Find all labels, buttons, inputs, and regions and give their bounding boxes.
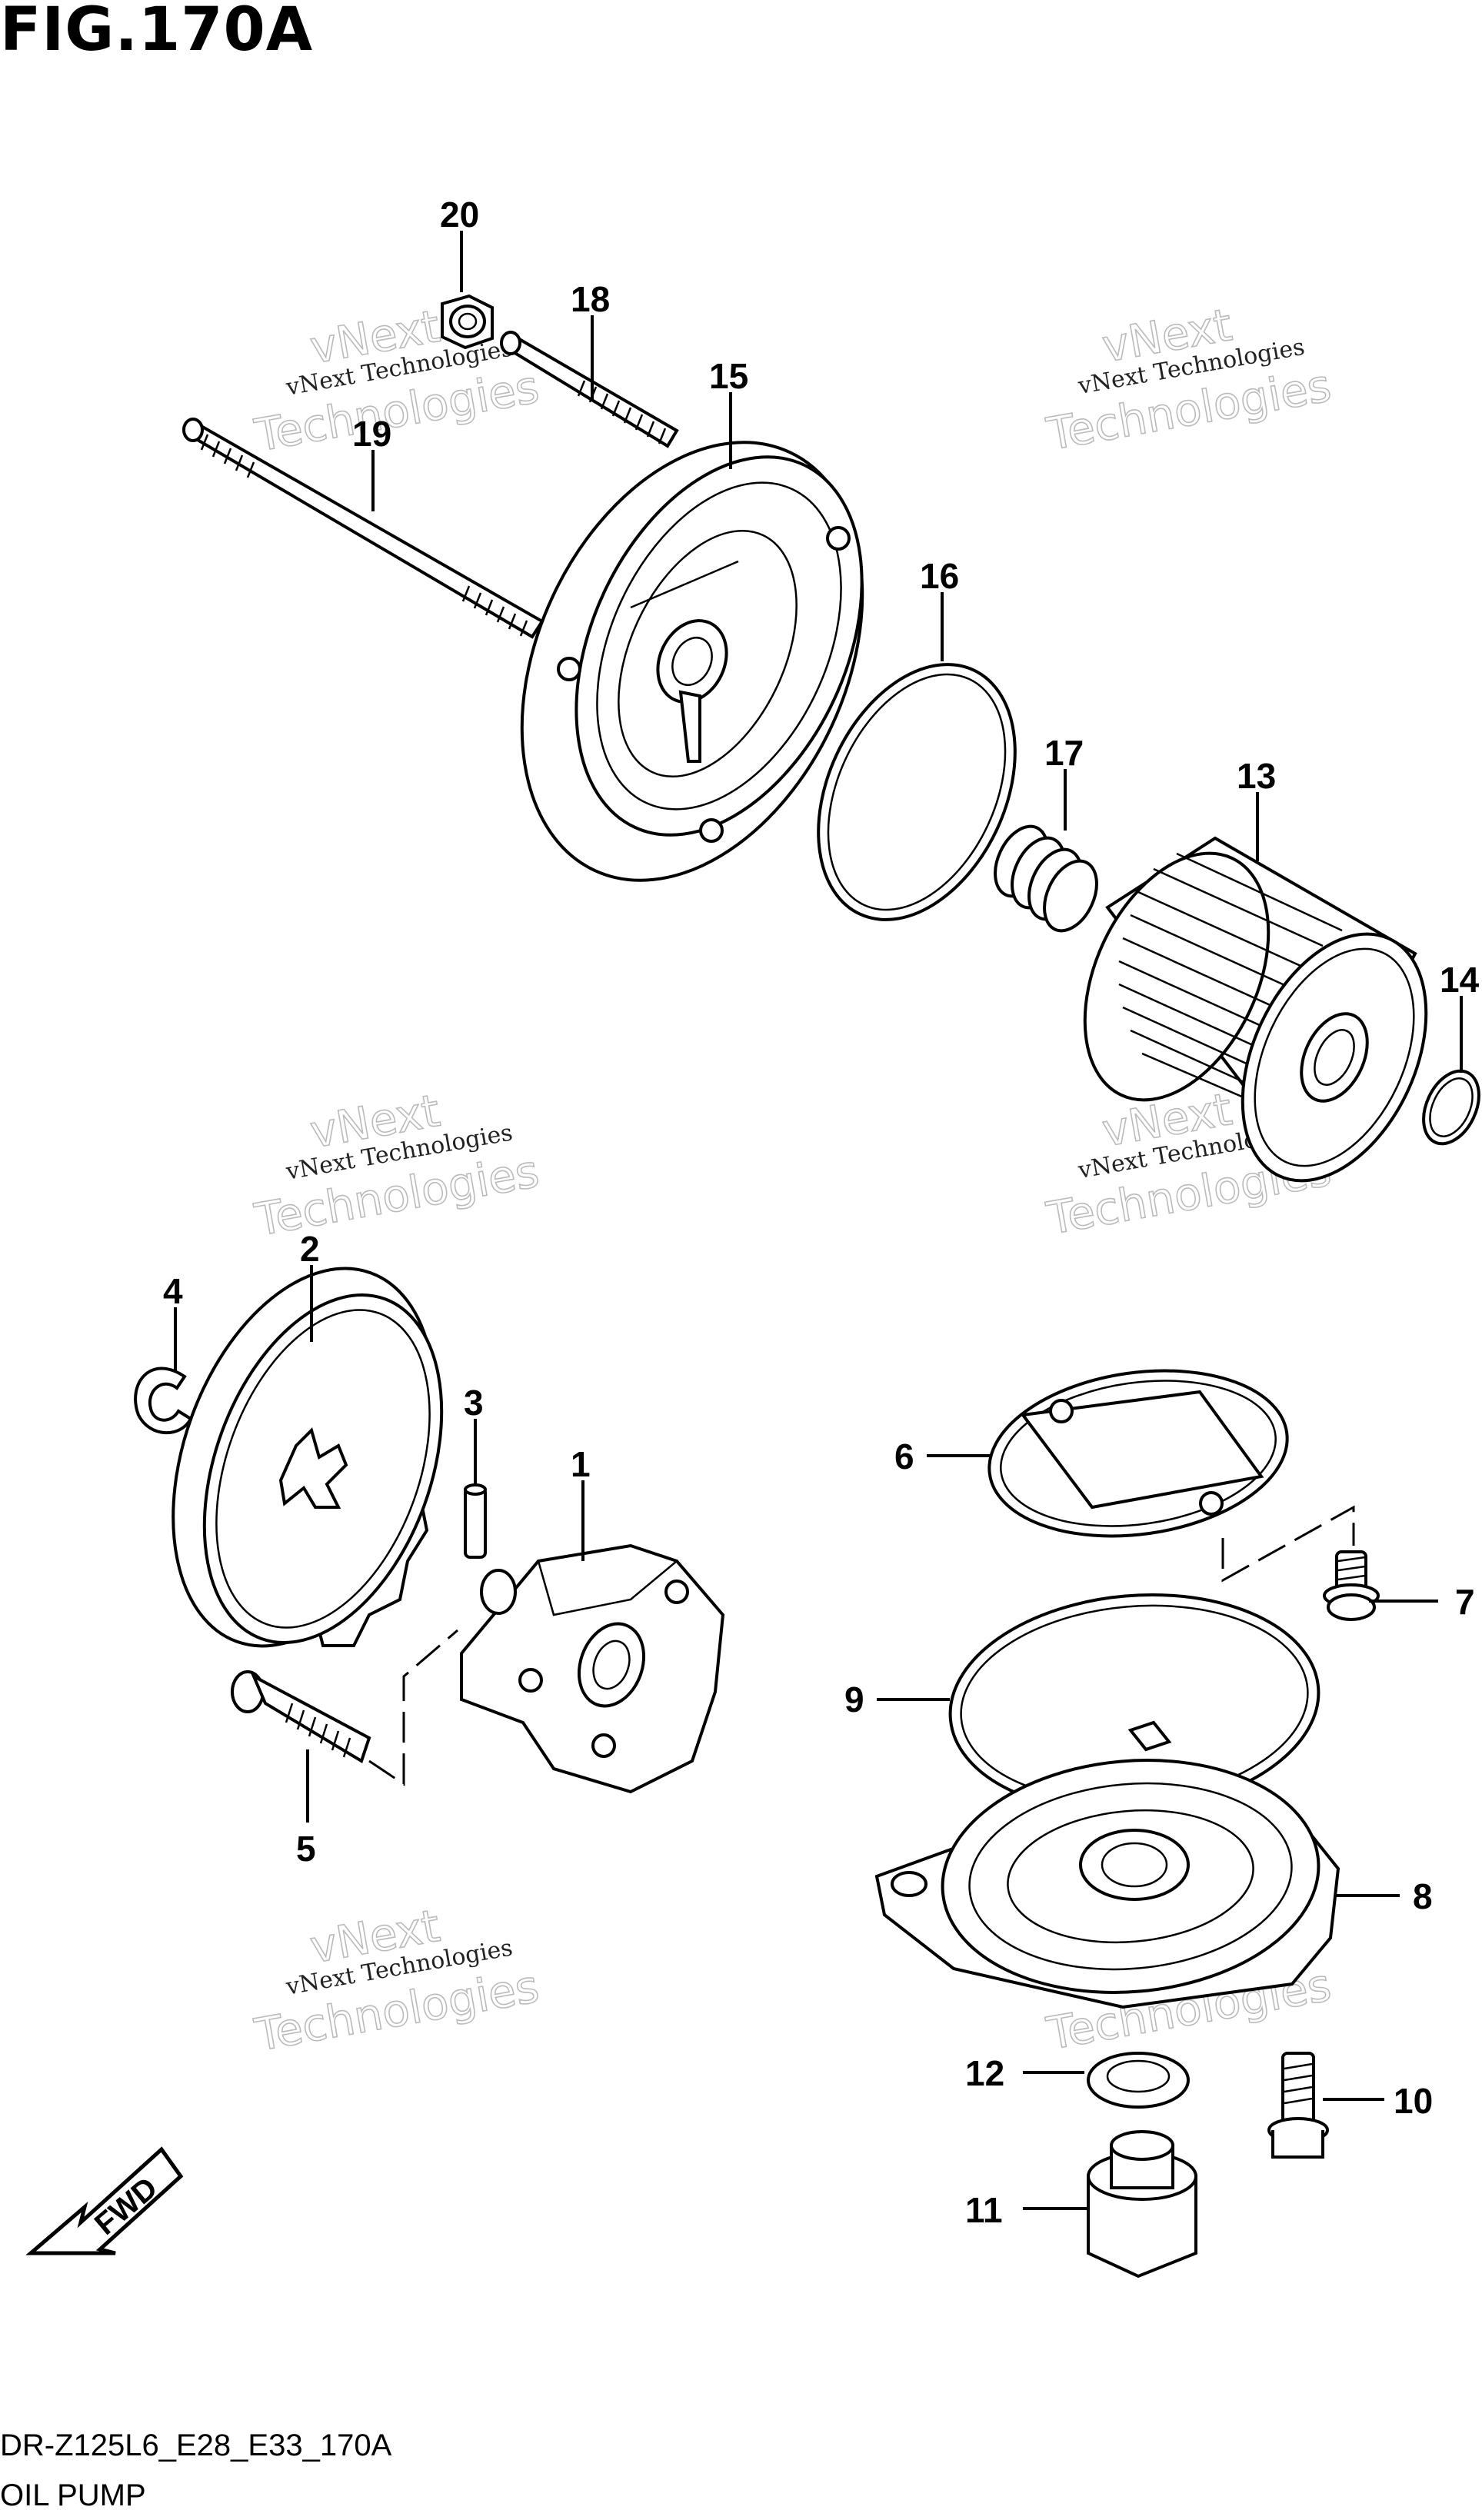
callout-6: 6 <box>894 1436 914 1476</box>
callout-4: 4 <box>163 1271 183 1311</box>
watermark-mid-left: Technologies vNext vNext Technologies <box>250 1084 543 1247</box>
callout-20: 20 <box>440 195 479 235</box>
callout-5: 5 <box>296 1829 316 1869</box>
part-5-bolt[interactable] <box>231 1670 371 1763</box>
part-3-pin[interactable] <box>464 1483 487 1559</box>
section-name: OIL PUMP <box>0 2478 146 2512</box>
part-17-spring[interactable] <box>985 818 1107 939</box>
callout-3: 3 <box>464 1383 484 1423</box>
part-10-bolt[interactable] <box>1267 2052 1329 2159</box>
callout-10: 10 <box>1394 2081 1433 2121</box>
callout-labels: 20 18 15 19 16 17 13 14 2 4 3 1 5 6 7 9 … <box>163 195 1480 2230</box>
assembly-line-bolt-5 <box>368 1629 458 1786</box>
part-16-o-ring[interactable] <box>780 633 1054 951</box>
callout-16: 16 <box>920 556 959 596</box>
watermark-top-right: Technologies vNext vNext Technologies <box>1042 298 1335 461</box>
callout-9: 9 <box>844 1679 864 1719</box>
callout-8: 8 <box>1413 1876 1433 1916</box>
callout-17: 17 <box>1044 733 1084 773</box>
figure-title: FIG.170A <box>0 0 314 65</box>
part-6-oil-strainer[interactable] <box>978 1353 1297 1554</box>
part-8-strainer-cover[interactable] <box>874 1720 1340 2009</box>
assembly-line-bolt-7 <box>1221 1505 1355 1583</box>
callout-11: 11 <box>965 2190 1003 2230</box>
watermark-top-left: Technologies vNext vNext Technologies <box>250 299 543 462</box>
callout-19: 19 <box>352 414 391 454</box>
leader-lines <box>174 231 1463 2210</box>
model-code: DR-Z125L6_E28_E33_170A <box>0 2428 392 2462</box>
callout-2: 2 <box>300 1229 320 1269</box>
part-14-small-o-ring[interactable] <box>1413 1062 1482 1153</box>
part-13-oil-filter[interactable] <box>1048 824 1463 1210</box>
part-4-circlip[interactable] <box>134 1367 193 1435</box>
part-2-oil-pump-gear[interactable] <box>125 1232 486 1682</box>
part-12-gasket[interactable] <box>1087 2052 1190 2109</box>
callout-12: 12 <box>965 2053 1004 2093</box>
part-11-drain-plug[interactable] <box>1087 2130 1197 2279</box>
callout-7: 7 <box>1455 1582 1475 1622</box>
callout-18: 18 <box>571 279 610 319</box>
callout-15: 15 <box>709 356 748 396</box>
part-7-bolt[interactable] <box>1323 1550 1380 1621</box>
part-1-oil-pump[interactable] <box>460 1543 725 1794</box>
part-20-nut[interactable] <box>441 294 494 350</box>
watermark-bottom-left: Technologies vNext vNext Technologies <box>250 1899 543 2062</box>
fwd-arrow-icon: FWD <box>25 2146 184 2255</box>
callout-13: 13 <box>1237 756 1276 796</box>
callout-1: 1 <box>571 1444 591 1484</box>
callout-14: 14 <box>1440 960 1480 1000</box>
part-15-filter-cap[interactable] <box>455 388 929 936</box>
